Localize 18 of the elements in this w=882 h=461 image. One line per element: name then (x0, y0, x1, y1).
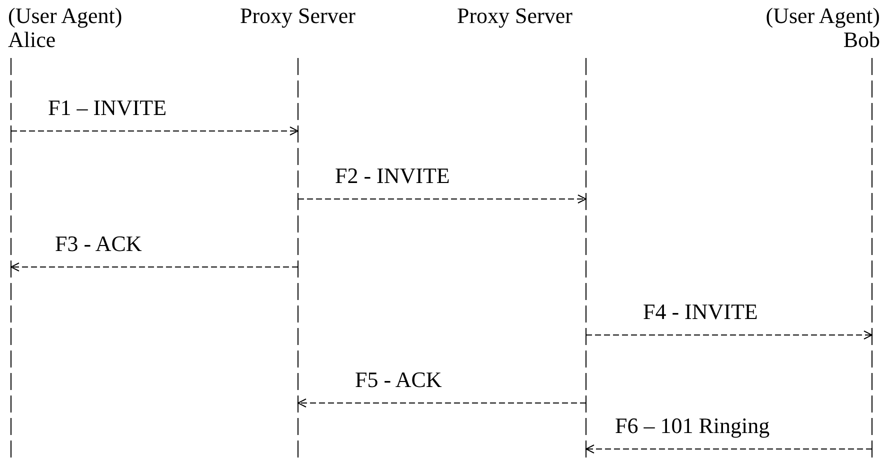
edge-label: F3 - ACK (55, 233, 142, 255)
message-arrow (10, 262, 298, 272)
participant-role: (User Agent) (8, 4, 122, 28)
participant-name: Proxy Server (240, 4, 356, 28)
message-arrow (586, 330, 872, 340)
participant-name: Bob (843, 28, 880, 52)
edge-label: F5 - ACK (355, 369, 442, 391)
edge-label: F6 – 101 Ringing (615, 415, 770, 437)
message-arrow (10, 126, 298, 136)
participant-role: (User Agent) (766, 4, 880, 28)
message-arrow (298, 398, 586, 408)
participant-name: Alice (8, 28, 56, 52)
edge-label: F1 – INVITE (48, 97, 167, 119)
edge-label: F2 - INVITE (335, 165, 450, 187)
participant-name: Proxy Server (457, 4, 572, 28)
message-arrow (586, 444, 872, 454)
message-arrow (298, 194, 586, 204)
edge-label: F4 - INVITE (643, 301, 758, 323)
